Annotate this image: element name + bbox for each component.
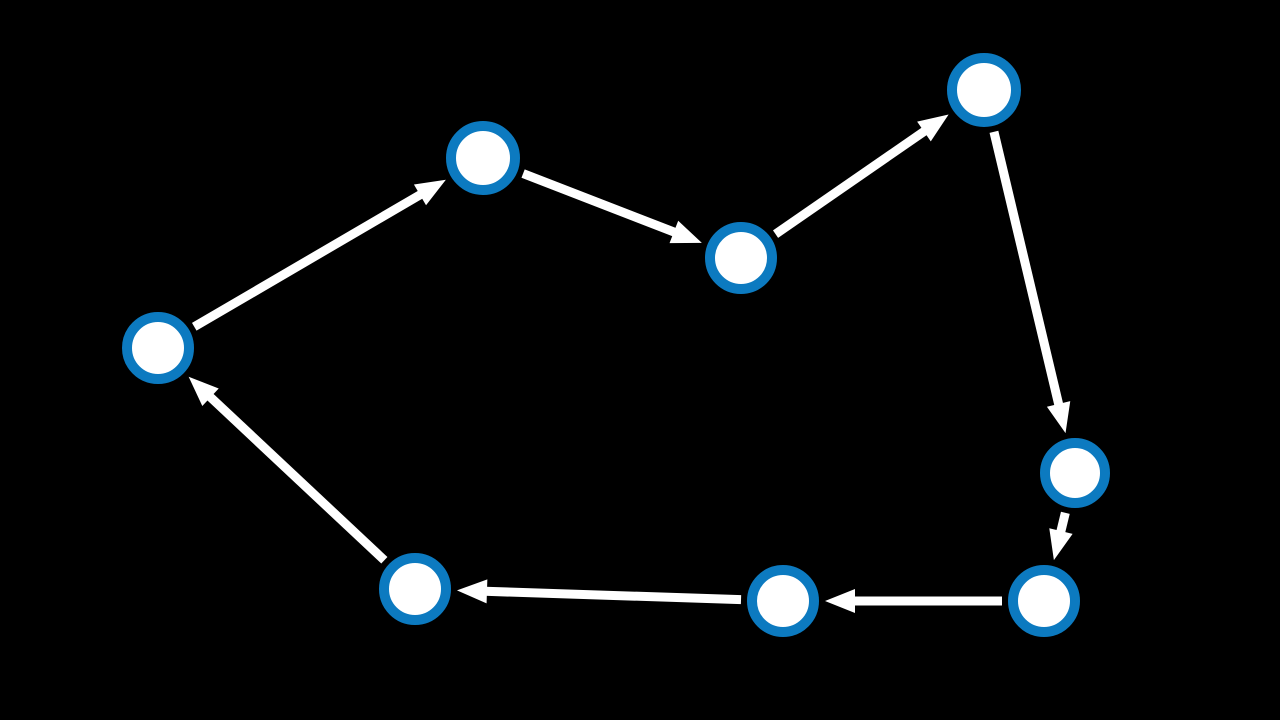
edge-line — [772, 126, 929, 238]
node-layer — [122, 53, 1110, 637]
edge-arrowhead — [188, 376, 219, 406]
node-circle — [379, 553, 451, 625]
graph-edge[interactable] — [521, 169, 702, 244]
graph-node[interactable] — [446, 121, 520, 195]
graph-node[interactable] — [379, 553, 451, 625]
graph-edge[interactable] — [1049, 511, 1073, 561]
edge-line — [989, 130, 1064, 407]
graph-edge[interactable] — [989, 130, 1071, 434]
edge-arrowhead — [413, 179, 446, 206]
edge-arrowhead — [917, 114, 949, 142]
edge-arrowhead — [1049, 528, 1073, 561]
graph-edge[interactable] — [825, 589, 1002, 613]
edge-line — [191, 189, 424, 331]
edge-arrowhead — [669, 220, 702, 244]
node-circle — [446, 121, 520, 195]
graph-node[interactable] — [705, 222, 777, 294]
graph-node[interactable] — [1008, 565, 1080, 637]
node-circle — [1040, 438, 1110, 508]
edge-arrowhead — [825, 589, 855, 613]
edge-line — [484, 586, 742, 605]
edge-layer — [188, 114, 1073, 613]
graph-node[interactable] — [747, 565, 819, 637]
edge-arrowhead — [456, 579, 488, 604]
edge-line — [1056, 511, 1070, 535]
graph-edge[interactable] — [188, 376, 388, 564]
graph-edge[interactable] — [456, 579, 742, 605]
graph-node[interactable] — [947, 53, 1021, 127]
node-circle — [122, 312, 194, 384]
node-circle — [747, 565, 819, 637]
graph-edge[interactable] — [191, 179, 446, 331]
node-circle — [947, 53, 1021, 127]
graph-node[interactable] — [1040, 438, 1110, 508]
graph-edge[interactable] — [772, 114, 949, 238]
edge-line — [521, 169, 678, 237]
node-circle — [1008, 565, 1080, 637]
edge-line — [205, 392, 388, 564]
node-circle — [705, 222, 777, 294]
graph-node[interactable] — [122, 312, 194, 384]
edge-arrowhead — [1046, 401, 1071, 434]
